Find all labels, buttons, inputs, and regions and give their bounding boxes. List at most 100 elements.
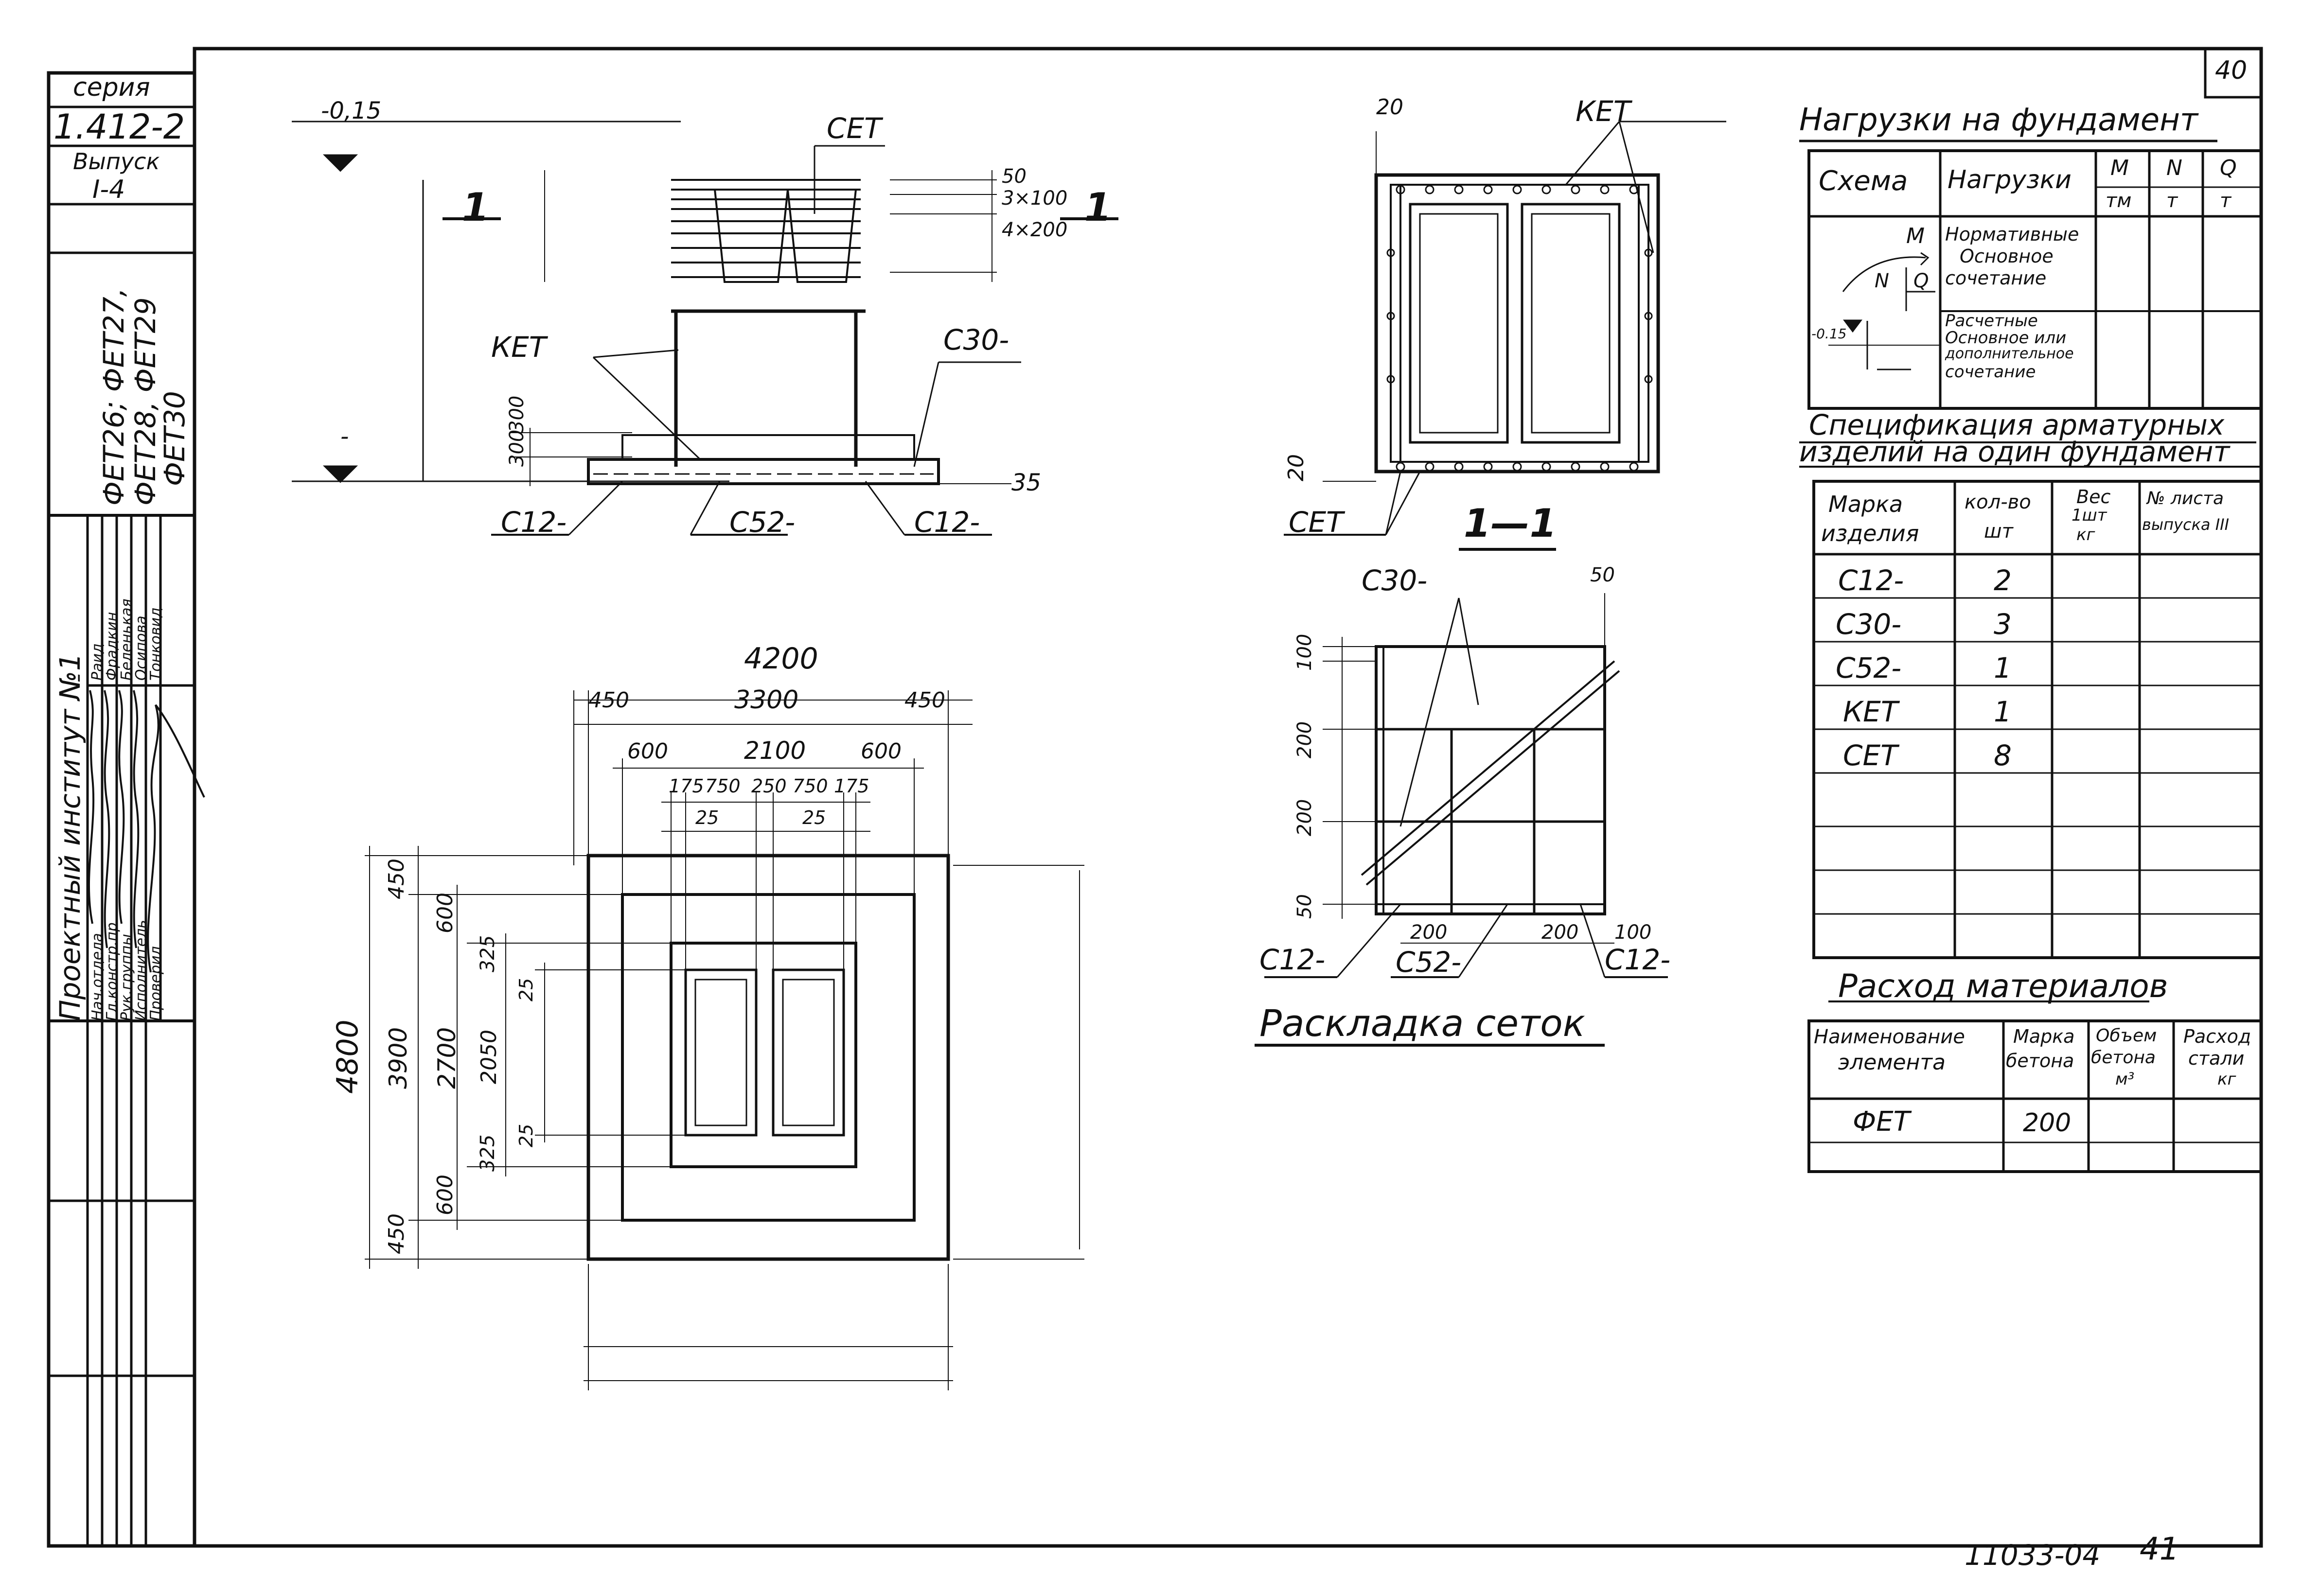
loads-unit-q: т <box>2220 190 2231 212</box>
spec-head-sheet-2: выпуска III <box>2142 515 2229 534</box>
loads-row2-line4: сочетание <box>1945 362 2036 382</box>
plan-dim-2700: 2700 <box>433 1027 461 1089</box>
materials-head-grade-1: Марка <box>2013 1026 2075 1047</box>
materials-head-steel-3: кг <box>2217 1070 2236 1089</box>
label-cet: СЕТ <box>827 112 882 145</box>
spec-head-mark-2: изделия <box>1821 520 1919 546</box>
spec-head-qty-1: кол-во <box>1965 491 2031 513</box>
mesh-dim-200-b: 200 <box>1293 799 1316 836</box>
plan-dim-750-left: 750 <box>705 775 741 797</box>
plan-dim-175-right: 175 <box>834 775 869 797</box>
plan-dim-3300: 3300 <box>734 685 799 715</box>
plan-dim-600-right: 600 <box>861 739 902 764</box>
label-c12-left: С12- <box>501 506 567 539</box>
spec-head-qty-2: шт <box>1984 520 2013 543</box>
spec-head-mark-1: Марка <box>1828 491 1903 517</box>
materials-head-name-2: элемента <box>1838 1050 1946 1075</box>
mesh-dim-50: 50 <box>1293 894 1316 919</box>
dim-right-1: 50 <box>1002 165 1027 188</box>
plan-dim-25-bottom: 25 <box>515 1123 537 1147</box>
label-c30: С30- <box>943 323 1009 356</box>
issue-label: Выпуск <box>73 148 160 175</box>
mesh-label-c12-left: С12- <box>1259 943 1326 976</box>
plan-dim-25-top: 25 <box>515 978 537 1001</box>
spec-row-4-qty: 1 <box>1994 695 2012 728</box>
loads-diagram-n: N <box>1875 270 1889 292</box>
section-label-ket: КЕТ <box>1576 95 1631 128</box>
mesh-dim-bottom-3: 100 <box>1614 921 1652 944</box>
materials-head-volume-1: Объем <box>2096 1026 2157 1046</box>
plan-dim-750-right: 750 <box>793 775 828 797</box>
bottom-page-number: 41 <box>2140 1531 2179 1567</box>
spec-head-weight-3: кг <box>2076 525 2095 544</box>
plan-dim-600-top: 600 <box>433 893 458 933</box>
materials-head-steel-2: стали <box>2188 1048 2245 1069</box>
spec-head-weight-1: Вес <box>2076 486 2111 508</box>
plan-dim-25-right: 25 <box>802 807 826 828</box>
materials-head-volume-3: м³ <box>2115 1070 2135 1089</box>
section-mark-right: 1 <box>1084 185 1112 230</box>
dim-right-2: 3×100 <box>1002 187 1068 210</box>
mesh-label-c12-right: С12- <box>1605 943 1671 976</box>
series-value: 1.412-2 <box>53 107 185 147</box>
section-title: 1—1 <box>1464 501 1557 546</box>
loads-unit-m: тм <box>2106 190 2132 212</box>
level-bottom: - <box>340 423 349 450</box>
plan-dim-450-right: 450 <box>904 688 945 713</box>
loads-row2-line2: Основное или <box>1945 328 2067 348</box>
plan-dim-175-left: 175 <box>669 775 704 797</box>
loads-row1-line2: Основное <box>1960 246 2054 267</box>
plan-dim-450-left: 450 <box>588 688 629 713</box>
mesh-dim-bottom-2: 200 <box>1541 921 1579 944</box>
spec-row-1-qty: 2 <box>1994 564 2012 597</box>
loads-title: Нагрузки на фундамент <box>1799 102 2198 138</box>
spec-row-3-qty: 1 <box>1994 651 2012 684</box>
loads-diagram-q: Q <box>1913 270 1929 292</box>
plan-dim-2050: 2050 <box>477 1030 501 1084</box>
sheet-number: 40 <box>2215 56 2248 85</box>
mesh-dim-100: 100 <box>1293 633 1316 671</box>
dim-bottom: 35 <box>1011 469 1042 496</box>
mesh-label-c30: С30- <box>1362 564 1428 597</box>
materials-title: Расход материалов <box>1838 967 2168 1005</box>
dim-left-1: 300 <box>506 429 528 467</box>
plan-dim-3900: 3900 <box>384 1027 412 1089</box>
label-ket: КЕТ <box>491 331 547 364</box>
materials-head-volume-2: бетона <box>2091 1048 2156 1068</box>
materials-head-name-1: Наименование <box>1814 1026 1965 1048</box>
spec-title-line2: изделий на один фундамент <box>1799 435 2230 468</box>
series-label: серия <box>73 73 150 102</box>
mesh-dim-top-right: 50 <box>1590 564 1615 586</box>
loads-row1-line3: сочетание <box>1945 267 2047 289</box>
spec-row-4-mark: КЕТ <box>1843 695 1898 728</box>
plan-dim-325-top: 325 <box>477 935 499 972</box>
spec-title-line1: Спецификация арматурных <box>1809 408 2225 441</box>
loads-header-scheme: Схема <box>1819 165 1908 197</box>
plan-overall-height: 4800 <box>331 1019 365 1094</box>
label-c12-right: С12- <box>914 506 980 539</box>
dim-right-3: 4×200 <box>1002 219 1068 241</box>
loads-header-n: N <box>2166 156 2182 180</box>
loads-row2-line1: Расчетные <box>1945 311 2038 331</box>
materials-row-grade: 200 <box>2023 1108 2072 1138</box>
spec-row-2-mark: С30- <box>1836 608 1902 641</box>
section-dim-left: 20 <box>1284 454 1309 481</box>
plan-overall-width: 4200 <box>744 642 818 676</box>
plan-dim-600-left: 600 <box>627 739 668 764</box>
loads-row1-line1: Нормативные <box>1945 224 2079 245</box>
loads-row2-line3: дополнительное <box>1945 345 2074 362</box>
loads-diagram-m: M <box>1906 224 1925 248</box>
section-label-cet: СЕТ <box>1289 506 1344 539</box>
spec-row-2-qty: 3 <box>1994 608 2012 641</box>
spec-row-5-mark: СЕТ <box>1843 739 1898 772</box>
drawing-code: 11033-04 <box>1965 1539 2101 1572</box>
dim-left-2: 300 <box>506 395 528 433</box>
loads-header-q: Q <box>2220 156 2237 180</box>
section-mark-left: 1 <box>462 185 489 230</box>
plan-dim-325-bottom: 325 <box>477 1134 499 1172</box>
plan-dim-600-bottom: 600 <box>433 1175 458 1215</box>
materials-head-grade-2: бетона <box>2006 1050 2074 1071</box>
